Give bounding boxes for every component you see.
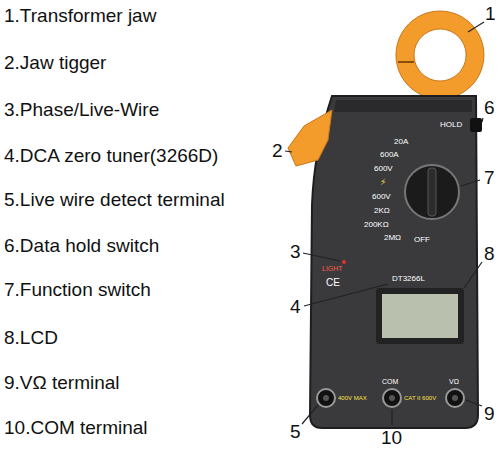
leader-line (464, 262, 482, 288)
dial-label: 600V (372, 193, 391, 201)
terminal (383, 389, 401, 407)
model-label: DT3266L (392, 275, 425, 283)
jaw-trigger (288, 110, 332, 166)
indicator-label: LIGHT (322, 265, 343, 272)
callout-number: 8 (484, 244, 495, 263)
leader-line (466, 400, 482, 406)
part-list-item: 4.DCA zero tuner(3266D) (4, 146, 218, 165)
jaw-gap (398, 61, 414, 63)
part-list-item: 5.Live wire detect terminal (4, 190, 225, 209)
leader-line (285, 151, 292, 152)
function-dial (405, 165, 459, 219)
leader-line (304, 284, 388, 306)
part-list-item: 1.Transformer jaw (4, 6, 156, 25)
terminal-label: COM (382, 378, 398, 385)
dial-label: 600A (380, 151, 399, 159)
callout-number: 1 (485, 4, 496, 23)
dial-label: 2KΩ (374, 207, 390, 215)
body-top (334, 100, 472, 112)
part-list-item: 2.Jaw tigger (4, 53, 106, 72)
leader-line (461, 180, 480, 186)
part-list-item: 10.COM terminal (4, 418, 148, 437)
callout-number: 7 (484, 168, 495, 187)
callout-number: 9 (484, 404, 495, 423)
terminal-hole (323, 395, 329, 401)
dial-label: ⚡ (380, 178, 386, 187)
terminal (317, 389, 335, 407)
callout-number: 5 (290, 422, 301, 441)
dial-label: 600V (374, 165, 393, 173)
rating-label: 400V MAX (338, 395, 367, 401)
callout-number: 2 (272, 141, 283, 160)
callout-number: 4 (290, 297, 301, 316)
part-list-item: 7.Function switch (4, 280, 151, 299)
hold-switch (470, 118, 482, 132)
dial-knob (428, 168, 436, 216)
part-list-item: 6.Data hold switch (4, 236, 159, 255)
part-list-item: 3.Phase/Live-Wire (4, 100, 159, 119)
lcd (382, 294, 458, 338)
terminal-hole (389, 395, 395, 401)
leader-line (302, 405, 318, 424)
dial-label: 200KΩ (364, 221, 389, 229)
lcd-frame (376, 288, 464, 344)
callout-number: 6 (484, 98, 495, 117)
dial-label: OFF (414, 236, 430, 244)
terminal-hole (452, 395, 458, 401)
mark-label: CE (326, 278, 340, 288)
switch-label: HOLD (440, 121, 462, 129)
transformer-jaw (396, 11, 484, 99)
terminal (446, 389, 464, 407)
callout-number: 3 (290, 242, 301, 261)
rating-label: CAT II 600V (404, 395, 436, 401)
leader-line (468, 22, 484, 32)
part-list-item: 9.VΩ terminal (4, 373, 120, 392)
meter-body (310, 96, 478, 428)
leader-line (303, 253, 340, 261)
part-list-item: 8.LCD (4, 328, 58, 347)
dial-label: 20A (394, 138, 408, 146)
terminal-label: VΩ (449, 378, 459, 385)
callout-number: 10 (381, 428, 402, 447)
leader-line (482, 118, 483, 122)
dial-label: 2MΩ (384, 234, 401, 242)
leader-line (391, 409, 392, 425)
light-dot (342, 260, 346, 264)
